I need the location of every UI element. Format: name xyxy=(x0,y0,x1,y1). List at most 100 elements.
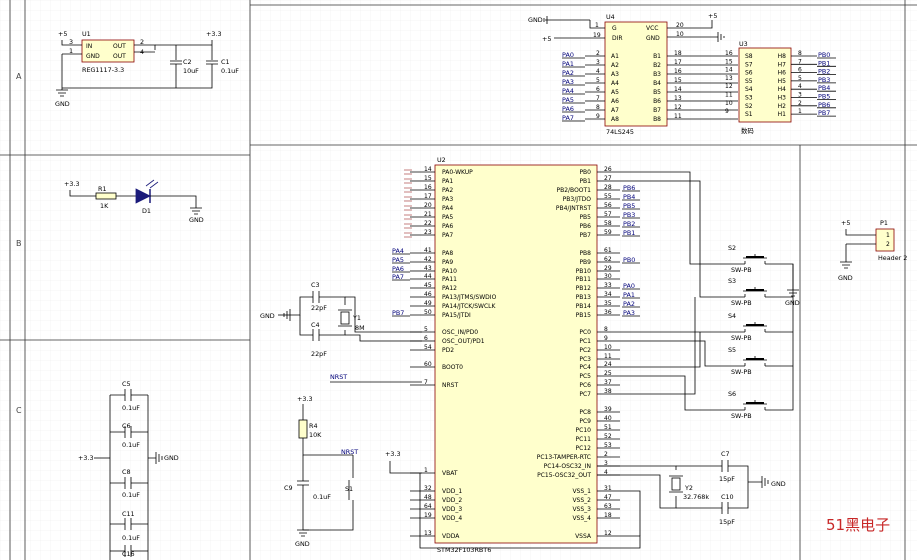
switch-ref: S4 xyxy=(728,312,736,320)
u3-pin-label: S1 xyxy=(745,111,753,118)
power-label: +3.3 xyxy=(64,180,80,188)
u2-pin-num: 7 xyxy=(424,379,428,386)
u3-pin-label: S8 xyxy=(745,53,753,60)
u2-pin-num: 13 xyxy=(424,530,432,537)
u3-net-label: PB6 xyxy=(818,101,830,109)
decoupling-value: 0.1uF xyxy=(122,491,140,499)
u2-net-label: PB0 xyxy=(623,256,635,264)
nrst-net-label: NRST xyxy=(330,373,347,381)
u2-pin-label: OSC_IN/PD0 xyxy=(442,329,478,336)
u2-net-label: PB4 xyxy=(623,193,635,201)
u2-pin-num: 50 xyxy=(424,309,432,316)
u3-pin-num: 11 xyxy=(725,92,733,99)
c1-ref: C1 xyxy=(221,58,230,66)
u3-pin-num: 14 xyxy=(725,67,733,74)
u2-pin-label: PB4/JNTRST xyxy=(556,205,591,212)
u2-net-label: PA6 xyxy=(392,265,404,273)
u2-pin-num: 44 xyxy=(424,273,432,280)
nrst-net-label: NRST xyxy=(341,448,358,456)
c2-ref: C2 xyxy=(183,58,192,66)
u2-pin-label: PB8 xyxy=(579,250,591,257)
u4-pin-label: A3 xyxy=(611,71,619,78)
u4-pin-num: 12 xyxy=(674,104,682,111)
u4-pin-label: A2 xyxy=(611,62,619,69)
u2-pin-label: PA3 xyxy=(442,196,453,203)
u2-pin-label: PA9 xyxy=(442,259,453,266)
u4-pin-num: 11 xyxy=(674,113,682,120)
power-label: +5 xyxy=(542,35,551,43)
r4-value: 10K xyxy=(309,431,322,439)
u2-pin-label: PA0-WKUP xyxy=(442,169,473,176)
u2-pin-num: 56 xyxy=(604,202,612,209)
u2-pin-label: PC5 xyxy=(579,373,591,380)
u2-pin-label: PB6 xyxy=(579,223,591,230)
u3-ref: U3 xyxy=(739,40,748,48)
p1-pin-num: 1 xyxy=(886,232,890,239)
u2-pin-num: 41 xyxy=(424,247,432,254)
s1-ref: S1 xyxy=(345,485,353,493)
u2-pin-num: 48 xyxy=(424,494,432,501)
u2-pin-label: PB5 xyxy=(579,214,591,221)
u2-pin-label: PC0 xyxy=(579,329,591,336)
u3-pin-num: 1 xyxy=(798,108,802,115)
gnd-label: GND xyxy=(838,274,853,282)
zone-label-a: A xyxy=(16,72,22,81)
u2-net-label: PB1 xyxy=(623,229,635,237)
no-connect-mark xyxy=(404,205,412,211)
c7-value: 15pF xyxy=(719,475,735,483)
u4-pin-num: 13 xyxy=(674,95,682,102)
u2-pin-num: 47 xyxy=(604,494,612,501)
u4-pin-label: B1 xyxy=(653,53,661,60)
u4-net-label: PA1 xyxy=(562,60,574,68)
u2-pin-num: 8 xyxy=(604,326,608,333)
no-connect-mark xyxy=(404,178,412,184)
decoupling-ref: C8 xyxy=(122,468,131,476)
u1-ref: U1 xyxy=(82,30,91,38)
u4-pin-num: 1 xyxy=(595,22,599,29)
regulator-circuit xyxy=(56,39,218,97)
u2-pin-label: PC3 xyxy=(579,356,591,363)
decoupling-value: 0.1uF xyxy=(122,404,140,412)
c3-value: 22pF xyxy=(311,304,327,312)
power-label: +5 xyxy=(58,30,67,38)
p1-header xyxy=(840,228,895,269)
wire xyxy=(620,332,701,368)
u2-pin-num: 4 xyxy=(604,469,608,476)
switch-plunger xyxy=(746,358,764,360)
u2-pin-label: PB2/BOOT1 xyxy=(556,187,591,194)
r1-ref: R1 xyxy=(98,185,107,193)
u2-pin-label: PA4 xyxy=(442,205,453,212)
u2-pin-num: 24 xyxy=(604,361,612,368)
u1-pin-label: GND xyxy=(86,53,100,60)
decoupling-ref: C11 xyxy=(122,510,135,518)
no-connect-mark xyxy=(404,196,412,202)
u2-pin-label: PA2 xyxy=(442,187,453,194)
switch-plunger xyxy=(746,402,764,404)
u2-net-label: PB5 xyxy=(623,202,635,210)
c10-ref: C10 xyxy=(721,493,734,501)
u3-pin-label: S5 xyxy=(745,78,753,85)
u4-pin-num: 4 xyxy=(596,68,600,75)
u2-pin-label: PA5 xyxy=(442,214,453,221)
u3-pin-label: H6 xyxy=(778,70,787,77)
u2-pin-num: 49 xyxy=(424,300,432,307)
switch-value: SW-PB xyxy=(731,412,752,420)
u2-net-label: PA0 xyxy=(623,282,635,290)
u4-pin-label: B5 xyxy=(653,89,661,96)
u2-pin-label: PC7 xyxy=(579,391,591,398)
r4-ref: R4 xyxy=(309,422,318,430)
u2-pin-label: PC1 xyxy=(579,338,591,345)
u2-pin-label: PC13-TAMPER-RTC xyxy=(537,454,591,461)
u2-pin-num: 33 xyxy=(604,282,612,289)
u3-net-label: PB7 xyxy=(818,109,830,117)
u3-net-label: PB5 xyxy=(818,93,830,101)
power-label: +3.3 xyxy=(78,454,94,462)
u2-pin-num: 52 xyxy=(604,433,612,440)
u2-pin-label: VDD_4 xyxy=(442,515,462,522)
decoupling-value: 0.1uF xyxy=(122,534,140,542)
p1-pin-num: 2 xyxy=(886,241,890,248)
u2-pin-label: PC15-OSC32_OUT xyxy=(537,472,591,479)
